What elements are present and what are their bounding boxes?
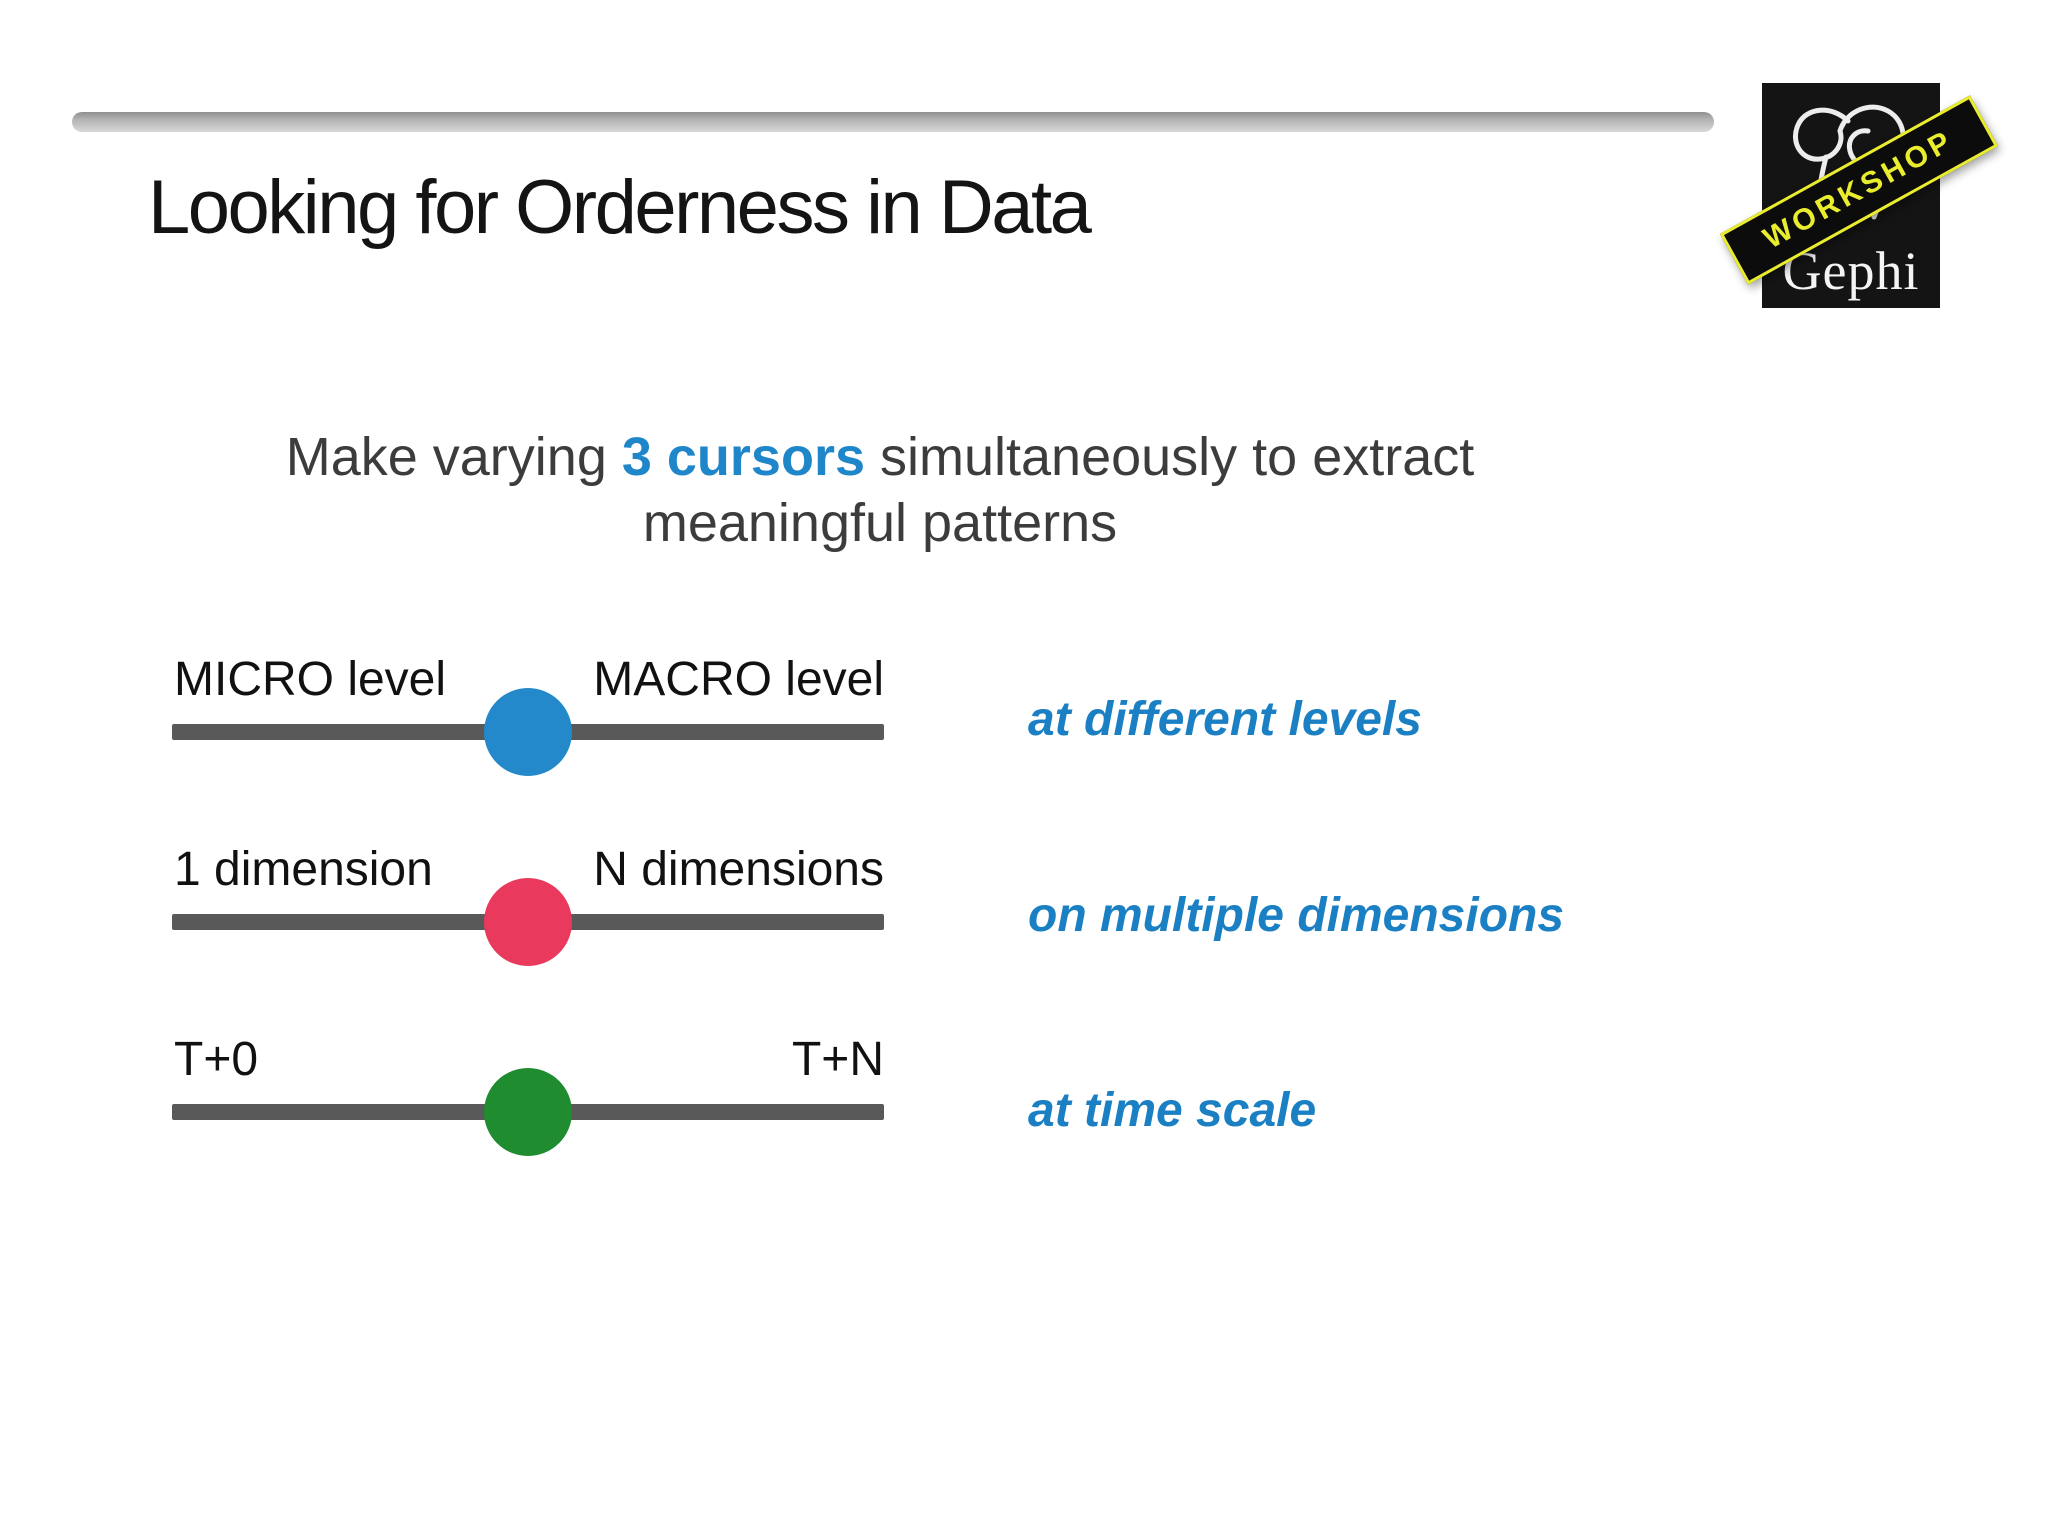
subtitle-text-pre: Make varying [285, 427, 622, 487]
caption-time: at time scale [1028, 1084, 1317, 1137]
caption-dimensions: on multiple dimensions [1028, 889, 1565, 942]
subtitle-highlight: 3 cursors [621, 427, 865, 487]
slider-dimensions-left-label: 1 dimension [174, 843, 433, 896]
subtitle-line2: meaningful patterns [642, 493, 1118, 553]
slider-time-knob[interactable] [484, 1068, 572, 1156]
slider-time-left-label: T+0 [174, 1033, 259, 1086]
slider-levels-right-label: MACRO level [593, 653, 884, 706]
slider-dimensions-right-label: N dimensions [593, 843, 884, 896]
slider-dimensions: 1 dimension N dimensions [172, 844, 884, 968]
slide-title: Looking for Orderness in Data [148, 165, 1092, 250]
slider-time: T+0 T+N [172, 1034, 884, 1158]
slider-levels-knob[interactable] [484, 688, 572, 776]
top-divider-bar [72, 112, 1714, 132]
slider-time-right-label: T+N [791, 1033, 884, 1086]
subtitle-text-post: simultaneously to extract [865, 427, 1475, 487]
slider-levels: MICRO level MACRO level [172, 654, 884, 778]
slider-dimensions-knob[interactable] [484, 878, 572, 966]
slide-subtitle: Make varying 3 cursors simultaneously to… [230, 424, 1530, 556]
caption-levels: at different levels [1028, 693, 1422, 746]
slider-levels-left-label: MICRO level [174, 653, 447, 706]
